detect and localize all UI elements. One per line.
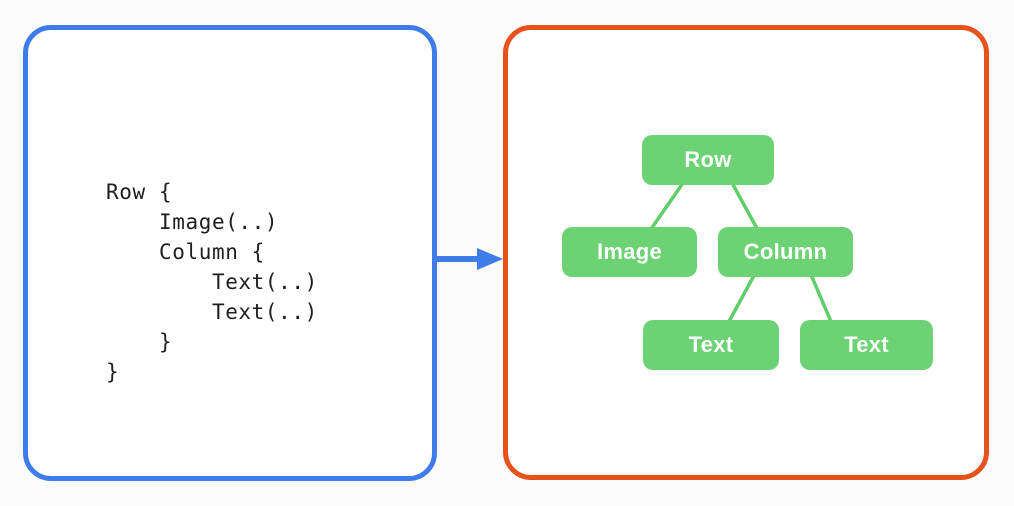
code-block: Row { Image(..) Column { Text(..) Text(.… — [106, 180, 318, 384]
code-panel: Row { Image(..) Column { Text(..) Text(.… — [23, 25, 437, 481]
tree-node-text-left: Text — [643, 320, 779, 370]
tree-node-image-label: Image — [596, 239, 663, 264]
tree-node-text-right-label: Text — [844, 332, 889, 357]
tree-node-image: Image — [562, 227, 697, 277]
tree-node-text-left-label: Text — [688, 332, 734, 357]
tree-node-text-right: Text — [800, 320, 933, 370]
tree-node-row-label: Row — [684, 147, 732, 172]
tree-node-column-label: Column — [743, 239, 828, 264]
tree-panel: Row Image Column Text Text — [503, 25, 989, 480]
arrow-right-icon — [433, 248, 503, 270]
tree-node-row: Row — [642, 135, 774, 185]
tree-node-column: Column — [718, 227, 853, 277]
